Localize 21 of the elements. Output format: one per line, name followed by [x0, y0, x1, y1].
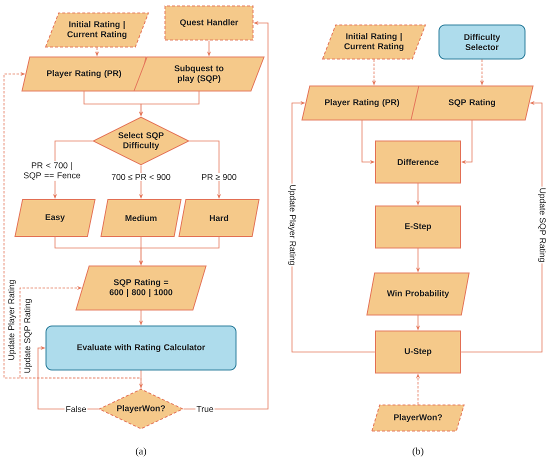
data-parallelogram: PlayerWon? [371, 404, 465, 432]
edge-label: True [195, 405, 215, 413]
subfigure-label: (a) [136, 447, 146, 457]
process-box: U-Step [375, 330, 461, 374]
process-box: E-Step [375, 206, 461, 248]
edge-label: Update Player Rating [7, 278, 17, 362]
edge-label: 700 ≤ PR < 900 [110, 173, 172, 181]
rounded-box: Evaluate with Rating Calculator [46, 326, 236, 370]
edge-label: Update Player Rating [287, 184, 297, 266]
rounded-box: Difficulty Selector [438, 24, 526, 60]
edge-label: False [64, 404, 88, 414]
arrow [20, 286, 142, 389]
data-parallelogram: Win Probability [366, 272, 470, 316]
subfigure-label: (b) [412, 447, 424, 457]
edge-label: Update SQP Rating [23, 298, 33, 374]
process-box: Difference [375, 140, 461, 184]
edge-label: Update SQP Rating [537, 186, 547, 264]
edge-label: PR < 700 | SQP == Fence [15, 161, 89, 181]
edge-label: PR ≥ 900 [200, 173, 238, 181]
process-box: Quest Handler [164, 6, 254, 40]
arrow [38, 346, 99, 410]
